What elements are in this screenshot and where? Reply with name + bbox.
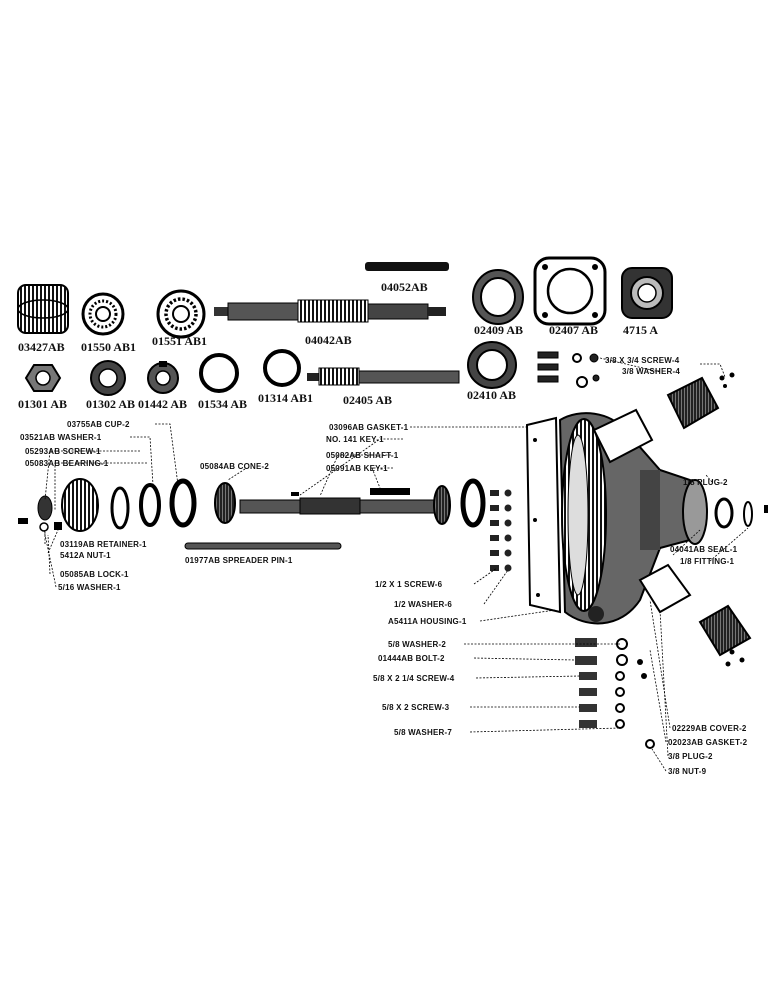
part-label-02410ab: 02410 AB [467,388,517,402]
callout-gasket-02023ab: 02023AB GASKET-2 [668,738,748,747]
callout-screw-5-8x2-1-4: 5/8 X 2 1/4 SCREW-4 [373,674,455,683]
bearing-01550ab1-art [81,292,125,336]
callout-cone: 05084AB CONE-2 [200,462,270,471]
cover-plate-lower-art [638,563,752,667]
part-label-04042ab: 04042AB [305,333,352,347]
housing-a5411a-art [525,412,768,625]
part-label-01534ab: 01534 AB [198,397,248,411]
callout-bearing-05083ab: 05083AB BEARING-1 [25,459,109,468]
bearing-01551ab1-art [156,289,206,339]
seal-04052ab-art [365,262,449,271]
cover-plate-top-art [592,372,735,464]
part-label-02405ab: 02405 AB [343,393,393,407]
callout-plug-3-8: 3/8 PLUG-2 [668,752,713,761]
callout-cover-02229ab: 02229AB COVER-2 [672,724,747,733]
callout-housing: A5411A HOUSING-1 [388,617,467,626]
shaft-02405ab-art [307,367,460,386]
callout-shaft-05082ab: 05082AB SHAFT-1 [326,451,399,460]
callout-washer-5-16: 5/16 WASHER-1 [58,583,121,592]
bolts-left-of-housing-art [490,489,512,572]
callout-washer-3-8: 3/8 WASHER-4 [622,367,680,376]
ring-01314ab1-art [263,349,301,387]
gasket-02407ab-art [533,256,607,326]
shaft-05082ab-art [239,488,441,515]
bearing-03427ab-art [17,284,69,334]
left-bearing-assembly-art [18,478,236,532]
callout-seal-04041ab: 04041AB SEAL-1 [670,545,738,554]
part-label-01550ab1: 01550 AB1 [81,340,137,354]
cone-right-art [433,478,486,528]
part-label-4715a: 4715 A [623,323,659,337]
callout-plug-1-8: 1/8 PLUG-2 [683,478,728,487]
callout-screw-3-8x3-4: 3/8 X 3/4 SCREW-4 [605,356,680,365]
part-label-01442ab: 01442 AB [138,397,188,411]
callout-nut-3-8: 3/8 NUT-9 [668,767,707,776]
callout-spreader-pin: 01977AB SPREADER PIN-1 [185,556,293,565]
part-label-01301ab: 01301 AB [18,397,68,411]
callout-nut-5412a: 5412A NUT-1 [60,551,111,560]
callout-key-05091ab: 05091AB KEY-1 [326,464,388,473]
callout-screw-1-2x1: 1/2 X 1 SCREW-6 [375,580,443,589]
shaft-04042ab-art [214,299,446,323]
callout-bolt-01444ab: 01444AB BOLT-2 [378,654,445,663]
callout-washer-5-8-7: 5/8 WASHER-7 [394,728,452,737]
part-label-01302ab: 01302 AB [86,397,136,411]
callout-lock: 05085AB LOCK-1 [60,570,129,579]
callout-washer-5-8-2: 5/8 WASHER-2 [388,640,446,649]
part-label-02409ab: 02409 AB [474,323,524,337]
lower-bolt-stack-art [575,638,655,749]
callout-screw-05293ab: 05293AB SCREW-1 [25,447,101,456]
part-label-01314ab1: 01314 AB1 [258,391,314,405]
lock-01442ab-art [147,361,179,394]
callout-washer-1-2: 1/2 WASHER-6 [394,600,452,609]
small-screws-top-art [537,351,600,388]
spreader-pin-art [184,542,342,550]
part-label-02407ab: 02407 AB [549,323,599,337]
callout-key-141: NO. 141 KEY-1 [326,435,384,444]
nut-01301ab-art [24,364,62,392]
callout-screw-5-8x2: 5/8 X 2 SCREW-3 [382,703,450,712]
callout-washer-03521ab: 03521AB WASHER-1 [20,433,102,442]
leader-lines [43,357,749,772]
callout-retainer: 03119AB RETAINER-1 [60,540,147,549]
washer-01302ab-art [90,360,126,396]
ring-02409ab-art [472,269,524,325]
callout-fitting-1-8: 1/8 FITTING-1 [680,557,735,566]
ring-02410ab-art [467,341,517,389]
callout-cup: 03755AB CUP-2 [67,420,130,429]
part-label-04052ab: 04052AB [381,280,428,294]
part-label-01551ab1: 01551 AB1 [152,334,208,348]
ring-01534ab-art [199,353,239,393]
cap-4715a-art [621,267,673,319]
part-label-03427ab: 03427AB [18,340,65,354]
callout-gasket-03096ab: 03096AB GASKET-1 [329,423,409,432]
